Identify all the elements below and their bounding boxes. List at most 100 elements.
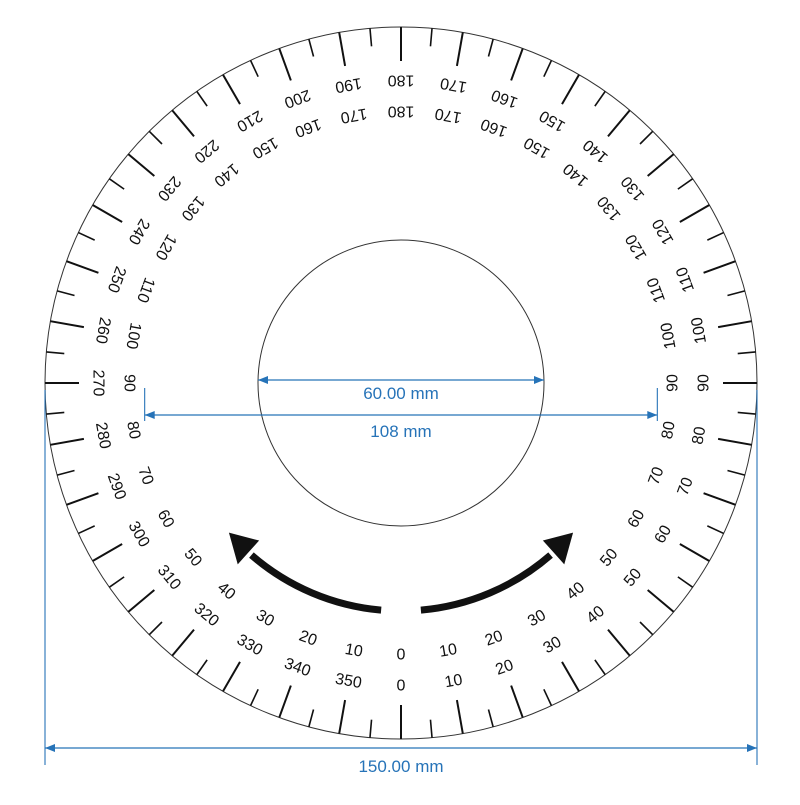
major-tick — [679, 543, 710, 562]
outer-scale-label: 270 — [90, 370, 107, 397]
outer-scale-label: 160 — [489, 86, 520, 111]
inner-scale-label: 10 — [344, 641, 365, 661]
major-tick — [703, 260, 736, 274]
outer-scale-label: 190 — [334, 74, 363, 95]
minor-tick — [78, 231, 96, 241]
inner-scale-label: 100 — [122, 321, 143, 350]
minor-tick — [249, 60, 259, 78]
inner-scale-label: 150 — [249, 133, 281, 161]
minor-tick — [429, 28, 433, 47]
outer-scale-label: 210 — [234, 107, 266, 135]
minor-tick — [487, 38, 494, 57]
minor-tick — [543, 688, 553, 706]
major-tick — [92, 204, 123, 223]
outer-dimension-line-arrow-right — [747, 744, 757, 752]
inner-scale-label: 130 — [594, 192, 624, 223]
inner-scale-label: 130 — [177, 192, 207, 223]
major-tick — [703, 492, 736, 506]
major-tick — [278, 685, 292, 718]
inner-scale-label: 0 — [397, 647, 406, 664]
inner-scale-label: 60 — [625, 507, 649, 531]
outer-scale-label: 10 — [443, 671, 464, 691]
outer-scale-label: 0 — [397, 678, 406, 695]
minor-tick — [369, 28, 373, 47]
minor-tick — [196, 90, 208, 107]
major-tick — [510, 48, 524, 81]
minor-tick — [56, 290, 75, 297]
outer-scale-label: 90 — [696, 374, 713, 392]
minor-tick — [677, 178, 694, 190]
outer-scale-label: 300 — [125, 519, 153, 551]
minor-tick — [727, 469, 746, 476]
outer-scale-label: 280 — [92, 421, 113, 450]
major-tick — [66, 260, 99, 274]
major-tick — [717, 320, 752, 329]
outer-scale-label: 110 — [673, 264, 698, 294]
outer-scale-label: 20 — [493, 657, 516, 679]
outer-scale-label: 70 — [675, 475, 697, 498]
minor-tick — [706, 231, 724, 241]
outer-diameter-label: 150.00 mm — [358, 757, 443, 776]
inner-scale-label: 50 — [597, 545, 622, 570]
inner-scale-label: 110 — [133, 275, 158, 305]
inner-scale-label: 60 — [154, 507, 178, 531]
major-tick — [338, 32, 347, 67]
minor-tick — [308, 38, 315, 57]
inner-scale-label: 30 — [253, 607, 277, 631]
minor-tick — [727, 290, 746, 297]
major-tick — [455, 699, 464, 734]
major-tick — [717, 437, 752, 446]
minor-tick — [78, 525, 96, 535]
major-tick — [278, 48, 292, 81]
outer-scale-label: 50 — [621, 565, 646, 590]
minor-tick — [543, 60, 553, 78]
minor-tick — [737, 411, 756, 415]
dimension-lines — [44, 376, 758, 765]
inner-scale-label: 100 — [658, 321, 679, 350]
inner-scale-label: 170 — [339, 104, 368, 125]
minor-tick — [706, 525, 724, 535]
outer-scale-label: 200 — [282, 86, 313, 111]
inner-scale-label: 140 — [560, 159, 591, 189]
outer-scale-label: 180 — [388, 72, 415, 89]
major-tick — [171, 629, 195, 657]
outer-scale-label: 100 — [689, 316, 710, 345]
hole-dimension-line-arrow-left — [258, 376, 268, 384]
scale-diameter-label: 108 mm — [370, 422, 431, 441]
major-tick — [338, 699, 347, 734]
outer-scale-label: 330 — [234, 631, 266, 659]
minor-tick — [639, 621, 654, 636]
inner-scale-label: 120 — [622, 231, 650, 263]
outer-scale-label: 140 — [580, 136, 611, 166]
minor-tick — [594, 659, 606, 676]
outer-scale-label: 320 — [191, 600, 222, 630]
major-tick — [561, 661, 580, 692]
major-tick — [66, 492, 99, 506]
major-tick — [647, 589, 675, 613]
major-tick — [171, 109, 195, 137]
minor-tick — [308, 709, 315, 728]
center-hole — [257, 239, 545, 527]
outer-scale-label: 290 — [104, 471, 129, 502]
inner-scale-label: 140 — [210, 160, 241, 190]
inner-scale-label: 80 — [659, 420, 679, 441]
rotation-arrows — [228, 532, 574, 614]
inner-scale-label: 120 — [151, 231, 179, 263]
major-tick — [607, 109, 631, 137]
outer-scale-label: 350 — [334, 671, 363, 692]
minor-tick — [108, 178, 125, 190]
outer-scale-label: 120 — [649, 216, 677, 248]
major-tick — [92, 543, 123, 562]
hole-dimension-line-arrow-right — [534, 376, 544, 384]
major-tick — [50, 437, 85, 446]
major-tick — [222, 74, 241, 105]
outer-scale-label: 170 — [439, 74, 468, 95]
inner-scale-label: 20 — [297, 628, 320, 650]
minor-tick — [148, 621, 163, 636]
major-tick — [127, 589, 155, 613]
inner-scale-label: 170 — [434, 104, 463, 125]
